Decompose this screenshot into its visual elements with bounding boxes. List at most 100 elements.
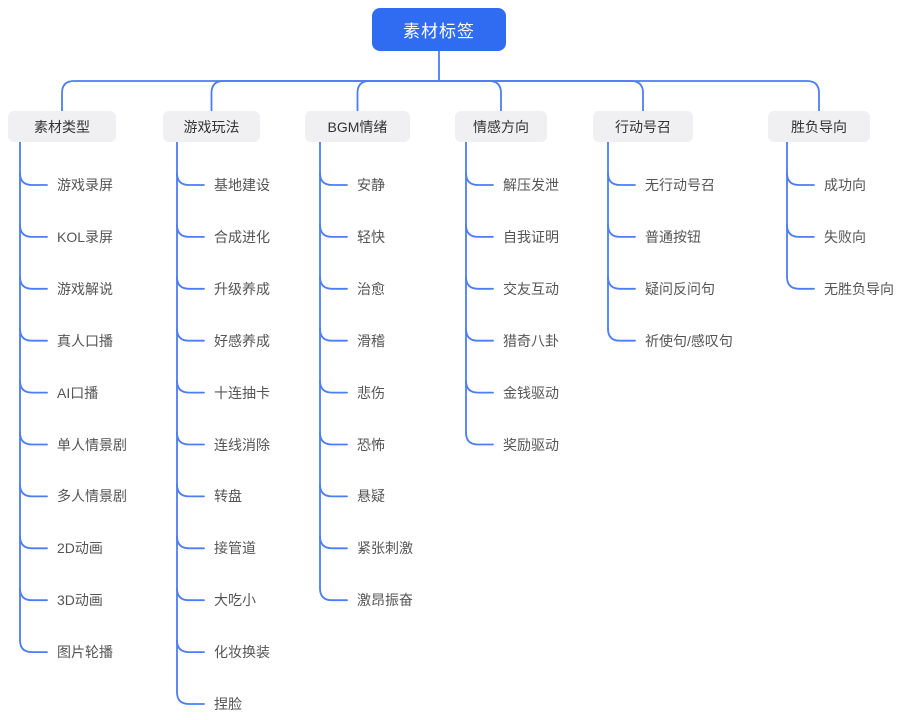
connector [19, 483, 48, 498]
leaf-node[interactable]: 无行动号召 [645, 177, 715, 193]
leaf-node[interactable]: 3D动画 [57, 592, 103, 609]
connector [319, 587, 348, 602]
leaf-node[interactable]: 多人情景剧 [57, 488, 127, 505]
connector [465, 379, 494, 394]
leaf-node[interactable]: 图片轮播 [57, 644, 113, 661]
connector [176, 535, 205, 550]
branch-node-6[interactable]: 胜负导向 [768, 111, 870, 142]
connector [19, 379, 48, 394]
connector [19, 327, 48, 342]
connector [607, 275, 636, 290]
leaf-node[interactable]: 单人情景剧 [57, 436, 127, 453]
branch-node-2[interactable]: 游戏玩法 [163, 111, 260, 142]
leaf-node[interactable]: 十连抽卡 [214, 384, 270, 401]
connector [319, 535, 348, 550]
connector [176, 483, 205, 498]
connector [319, 379, 348, 394]
leaf-node[interactable]: 捏脸 [214, 696, 242, 712]
connector [319, 483, 348, 498]
leaf-node[interactable]: 滑稽 [357, 332, 385, 349]
branch-node-5[interactable]: 行动号召 [593, 111, 693, 142]
connector [176, 431, 205, 446]
leaf-node[interactable]: 交友互动 [503, 280, 559, 297]
connector [176, 379, 205, 394]
connector [465, 224, 494, 238]
connector [465, 431, 494, 446]
leaf-node[interactable]: 解压发泄 [503, 177, 559, 193]
connector [786, 275, 815, 290]
leaf-node[interactable]: 化妆换装 [214, 644, 270, 661]
connector [210, 80, 440, 112]
leaf-node[interactable]: 治愈 [357, 280, 385, 297]
branch-node-1[interactable]: 素材类型 [8, 111, 116, 142]
leaf-node[interactable]: 猎奇八卦 [503, 332, 559, 349]
leaf-node[interactable]: 无胜负导向 [824, 280, 894, 297]
leaf-node[interactable]: 紧张刺激 [357, 540, 413, 557]
leaf-node[interactable]: 基地建设 [214, 177, 270, 193]
leaf-node[interactable]: 悬疑 [357, 488, 385, 505]
leaf-node[interactable]: 金钱驱动 [503, 384, 559, 401]
connector [786, 172, 815, 186]
connector [438, 80, 820, 112]
leaf-node[interactable]: 游戏录屏 [57, 177, 113, 193]
connector [19, 275, 48, 290]
branch-node-4[interactable]: 情感方向 [455, 111, 547, 142]
connector [465, 275, 494, 290]
leaf-node[interactable]: 升级养成 [214, 280, 270, 297]
leaf-node[interactable]: 2D动画 [57, 540, 103, 557]
leaf-node[interactable]: 失败向 [824, 228, 866, 245]
connector [19, 172, 48, 186]
leaf-node[interactable]: KOL录屏 [57, 228, 114, 245]
connector [319, 172, 348, 186]
connector [61, 80, 440, 112]
leaf-node[interactable]: 连线消除 [214, 436, 270, 453]
leaf-node[interactable]: 悲伤 [357, 384, 385, 401]
leaf-node[interactable]: 普通按钮 [645, 228, 701, 245]
connector [176, 587, 205, 602]
connector [786, 224, 815, 238]
connector [319, 224, 348, 238]
connector [176, 639, 205, 653]
connector [176, 172, 205, 186]
leaf-node[interactable]: 激昂振奋 [357, 592, 413, 609]
leaf-node[interactable]: AI口播 [57, 384, 99, 401]
connector [607, 172, 636, 186]
leaf-node[interactable]: 真人口播 [57, 332, 113, 349]
connector [19, 639, 48, 653]
connector [438, 80, 644, 112]
branch-node-3[interactable]: BGM情绪 [305, 111, 410, 142]
connector [176, 327, 205, 342]
leaf-node[interactable]: 疑问反问句 [645, 280, 715, 297]
connector [176, 224, 205, 238]
connector [19, 224, 48, 238]
connector [19, 431, 48, 446]
connector [319, 275, 348, 290]
leaf-node[interactable]: 游戏解说 [57, 280, 113, 297]
connector [19, 535, 48, 550]
connector [465, 172, 494, 186]
leaf-node[interactable]: 好感养成 [214, 332, 270, 349]
connector [356, 80, 440, 112]
leaf-node[interactable]: 转盘 [214, 488, 242, 505]
leaf-node[interactable]: 祈使句/感叹句 [645, 332, 733, 349]
connector [176, 275, 205, 290]
connector [607, 327, 636, 342]
leaf-node[interactable]: 自我证明 [503, 228, 559, 245]
leaf-node[interactable]: 成功向 [824, 177, 866, 193]
connector [19, 587, 48, 602]
leaf-node[interactable]: 轻快 [357, 228, 385, 245]
leaf-node[interactable]: 接管道 [214, 540, 256, 557]
connector [607, 224, 636, 238]
leaf-node[interactable]: 安静 [357, 177, 385, 193]
connector [319, 327, 348, 342]
leaf-node[interactable]: 合成进化 [214, 228, 270, 245]
connector [438, 80, 502, 112]
mindmap-root-node[interactable]: 素材标签 [372, 8, 506, 51]
leaf-node[interactable]: 奖励驱动 [503, 436, 559, 453]
connector [176, 691, 205, 705]
leaf-node[interactable]: 恐怖 [357, 436, 385, 453]
leaf-node[interactable]: 大吃小 [214, 592, 256, 609]
connector [319, 431, 348, 446]
